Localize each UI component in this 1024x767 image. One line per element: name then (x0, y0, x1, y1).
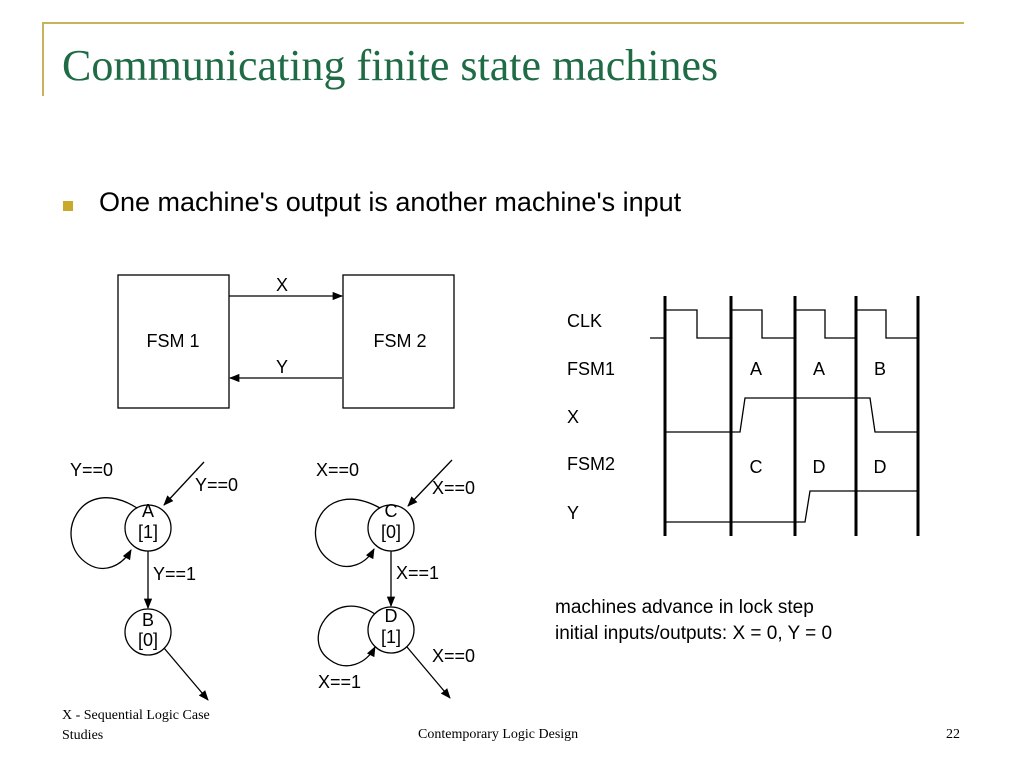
timing-diagram: CLK FSM1 X FSM2 Y A A B C D D (567, 296, 920, 536)
footer-chapter-line-1: X - Sequential Logic Case (62, 708, 210, 723)
fsm1-label: FSM 1 (146, 331, 199, 351)
state-a-output: [1] (138, 522, 158, 542)
footer-book-title: Contemporary Logic Design (418, 727, 579, 742)
signal-y-label: Y (276, 357, 288, 377)
note-line-2: initial inputs/outputs: X = 0, Y = 0 (555, 623, 832, 644)
fsm2-entry-label: X==0 (432, 478, 475, 498)
state-d-output: [1] (381, 627, 401, 647)
fsm1-state-value: A (813, 359, 825, 379)
state-a-self-loop (70, 497, 138, 569)
state-d-name: D (385, 606, 398, 626)
y-waveform (665, 490, 918, 523)
state-b-output: [0] (138, 630, 158, 650)
fsm2-label: FSM 2 (373, 331, 426, 351)
state-d (367, 606, 415, 654)
timing-signal-x: X (567, 407, 579, 427)
timing-signal-clk: CLK (567, 311, 602, 331)
fsm2-state-diagram: C [0] D [1] X==0 X==0 X==1 X==0 X==1 (314, 459, 475, 699)
bullet-text: One machine's output is another machine'… (99, 187, 682, 217)
frame-left-line (42, 22, 44, 96)
timing-signal-y: Y (567, 503, 579, 523)
fsm1-state-value: B (874, 359, 886, 379)
footer-chapter-line-2: Studies (62, 728, 104, 743)
signal-x-label: X (276, 275, 288, 295)
fsm1-transition-label: Y==1 (153, 564, 196, 584)
fsm1-box (117, 274, 230, 409)
fsm2-state-value: C (750, 457, 763, 477)
state-d-exit-arrow (406, 646, 451, 699)
fsm2-state-value: D (813, 457, 826, 477)
state-c-output: [0] (381, 522, 401, 542)
slide-title: Communicating finite state machines (62, 41, 719, 90)
block-diagram: FSM 1 FSM 2 X Y (117, 274, 455, 409)
footer-page-number: 22 (946, 727, 960, 742)
frame-top-line (42, 22, 964, 24)
state-c-self-loop (314, 498, 381, 567)
fsm2-loop-d-label: X==1 (318, 672, 361, 692)
timing-signal-fsm2: FSM2 (567, 454, 615, 474)
state-a-name: A (142, 501, 154, 521)
state-b (124, 608, 172, 656)
note-line-1: machines advance in lock step (555, 597, 814, 618)
footer-chapter: X - Sequential Logic Case Studies (62, 706, 262, 746)
fsm1-entry-arrow (163, 461, 205, 506)
bullet-square-icon (63, 201, 73, 211)
x-waveform (665, 397, 918, 433)
fsm2-exit-label: X==0 (432, 646, 475, 666)
state-b-name: B (142, 610, 154, 630)
fsm1-state-value: A (750, 359, 762, 379)
fsm2-state-value: D (874, 457, 887, 477)
fsm1-state-diagram: A [1] B [0] Y==0 Y==0 Y==1 (70, 460, 238, 701)
state-b-exit-arrow (163, 647, 209, 701)
timing-signal-fsm1: FSM1 (567, 359, 615, 379)
state-c-name: C (385, 501, 398, 521)
state-d-self-loop (317, 605, 376, 667)
fsm2-box (342, 274, 455, 409)
fsm2-entry-arrow (407, 459, 453, 507)
fsm2-transition-label: X==1 (396, 563, 439, 583)
fsm1-entry-label: Y==0 (195, 475, 238, 495)
fsm2-loop-c-label: X==0 (316, 460, 359, 480)
fsm1-loop-label: Y==0 (70, 460, 113, 480)
clk-waveform (650, 309, 918, 339)
